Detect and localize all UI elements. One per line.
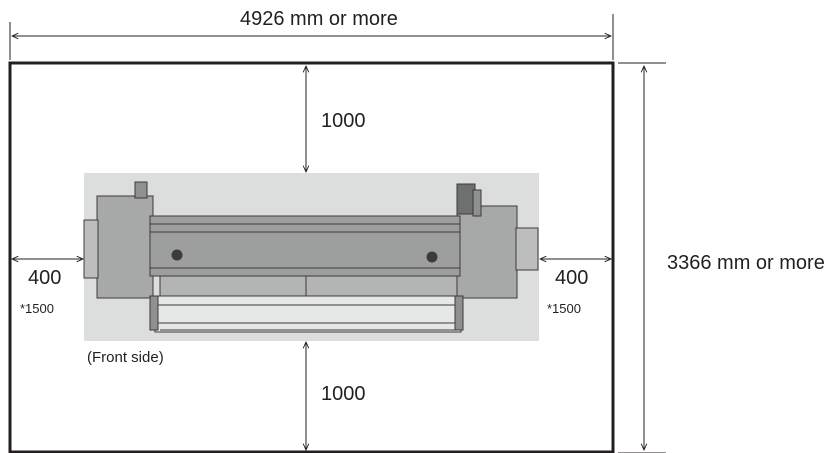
bottom-clearance-label: 1000: [321, 383, 366, 405]
left-clearance-label: 400: [28, 267, 62, 289]
width-label: 4926 mm or more: [240, 8, 398, 30]
right-clearance-label: 400: [555, 267, 589, 289]
left-clearance-alt-label: *1500: [20, 301, 54, 316]
printer-top-view: [83, 181, 539, 333]
right-clearance-alt-label: *1500: [547, 301, 581, 316]
height-label: 3366 mm or more: [667, 252, 825, 274]
front-side-label: (Front side): [87, 349, 164, 366]
top-clearance-label: 1000: [321, 110, 366, 132]
extension-lines: [9, 14, 666, 453]
